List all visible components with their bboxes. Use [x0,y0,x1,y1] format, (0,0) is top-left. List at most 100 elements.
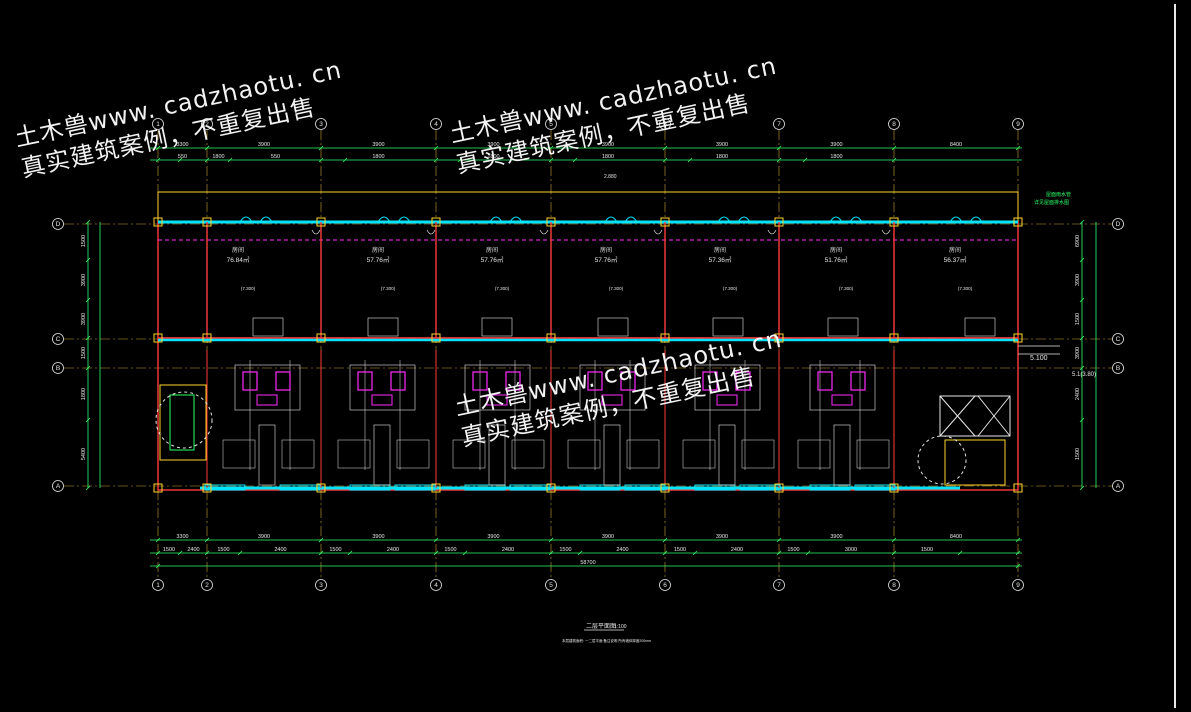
dimension-text: 3900 [487,142,499,148]
axis-bubble-label: 7 [777,582,781,589]
room-area: 57.76㎡ [367,255,390,264]
dimension-text: 3000 [845,547,857,553]
column [889,333,899,343]
dimension-text: 1500 [1075,313,1081,325]
dimension-text: 1500 [921,547,933,553]
bed-outline [741,439,775,469]
dimension-tick [155,550,161,556]
column [431,333,441,343]
dimension-tick [891,157,897,163]
annotations: 屋面雨水管 详见屋面排水图 5.100 5.1(3.80) 2.880 二层平面… [562,174,1096,643]
bed-outline [511,439,545,469]
bed-outline [682,439,716,469]
stair-right [917,395,1011,486]
dimension-text: 3900 [716,142,728,148]
window-opening [579,484,621,491]
door-swing [604,216,618,223]
dimension-tick [548,550,554,556]
column [546,333,556,343]
axis-bubble-label: 5 [549,121,553,128]
sink-fixture [601,394,623,406]
bed-outline [856,439,890,469]
window-opening [854,484,896,491]
dimension-text: 8400 [950,142,962,148]
dimension-text: 3900 [602,142,614,148]
door-swing [397,216,411,223]
axis-bubble-label: 2 [205,582,209,589]
axis-bubble-label: 6 [663,121,667,128]
window-opening [279,484,321,491]
window-opening [694,484,736,491]
sink-fixture [716,394,738,406]
column [1013,333,1023,343]
dimension-total: 58700 [580,560,595,566]
dimension-tick [548,145,554,151]
dimension-tick [1079,335,1085,341]
axis-bubble-circle [1112,218,1124,230]
dimension-text: 3900 [372,534,384,540]
dimension-tick [805,550,811,556]
bathroom-outline [464,364,531,411]
dimension-tick [662,157,668,163]
dimension-text: 1500 [329,547,341,553]
dimension-tick [1015,550,1021,556]
door-swing [489,216,503,223]
axis-bubble-circle [659,118,671,130]
axis-bubble-label: 3 [319,121,323,128]
axis-bubble-label: 9 [1016,121,1020,128]
column [546,483,556,493]
dimension-tick [1079,365,1085,371]
dimension-text: 3900 [81,274,87,286]
door-swing [949,216,963,223]
column [202,217,212,227]
room-name: 房间 [600,246,612,254]
sink-fixture [831,394,853,406]
dimension-tick [687,157,693,163]
room-name: 房间 [714,246,726,254]
door-swing [539,229,549,235]
shaft [718,424,736,486]
small-closet [597,317,629,337]
dimension-tick [1079,297,1085,303]
axis-bubble-circle [152,579,164,591]
dimension-text: 2400 [1075,388,1081,400]
dimension-tick [85,365,91,371]
column [889,483,899,493]
building-walls [157,191,1019,491]
room-elevation: (7.300) [609,286,624,291]
door-swing [653,229,663,235]
dimension-tick [776,550,782,556]
bed-outline [452,439,486,469]
dimension-tick [1079,417,1085,423]
dimension-text: 1800 [372,154,384,160]
dimension-lines [87,147,1097,567]
dimension-text: 1500 [787,547,799,553]
small-closet [481,317,513,337]
shaft [258,424,276,486]
dimension-tick [204,550,210,556]
dimension-text: 3900 [1075,274,1081,286]
small-closet [252,317,284,337]
window-opening [739,484,781,491]
bathroom-blocks [222,364,890,486]
axis-bubble-label: 9 [1016,582,1020,589]
dimension-text: 8400 [950,534,962,540]
dimension-tick [1015,537,1021,543]
dimension-tick [1079,219,1085,225]
dimension-tick [342,157,348,163]
dimension-tick [548,537,554,543]
dimension-text: 1500 [81,347,87,359]
column [316,333,326,343]
axis-bubble-circle [888,579,900,591]
small-closet [827,317,859,337]
bathroom-outline [234,364,301,411]
dimension-tick [177,157,183,163]
door-swing [239,216,253,223]
room-name: 房间 [486,246,498,254]
dimension-text: 3300 [176,534,188,540]
dimension-tick [155,157,161,163]
dimension-text: 1800 [830,154,842,160]
bathroom-outline [694,364,761,411]
